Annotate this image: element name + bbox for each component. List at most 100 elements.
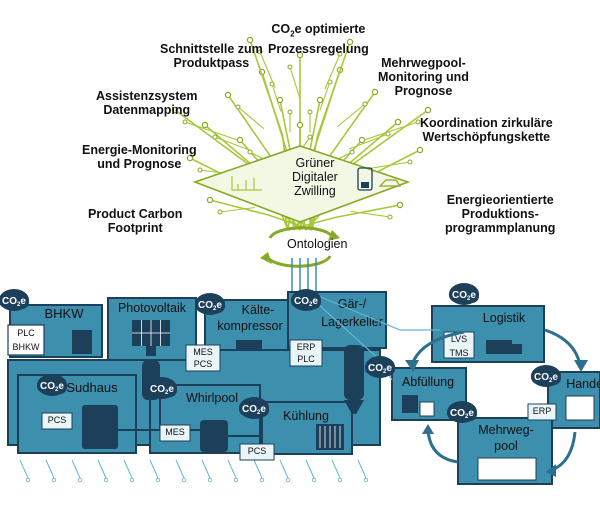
circuit-node: [155, 477, 161, 483]
co2-badge-kuehlung: CO2e: [239, 397, 269, 419]
tree-node: [296, 121, 304, 129]
co2-badge-sudhaus: CO2e: [37, 374, 67, 396]
co2-badge-text: CO2e: [242, 404, 266, 416]
tree-twig: [214, 136, 253, 152]
tree-twig: [289, 66, 301, 99]
tree-node: [182, 119, 188, 125]
tree-twig: [184, 121, 238, 141]
solar-panel-stand: [146, 346, 156, 356]
tree-node: [217, 209, 223, 215]
circuit-node: [285, 477, 291, 483]
system-mes-pcs: [185, 344, 221, 372]
tree-node: [287, 64, 293, 70]
system-pcs-kuehlung-text: PCS: [248, 446, 267, 456]
abfuellung-machine: [402, 395, 418, 413]
whirlpool-tank: [200, 420, 228, 452]
unit-mehrwegpool-title-1: Mehrweg-: [478, 423, 534, 437]
system-pcs-kuehlung: [239, 443, 275, 461]
battery-level: [361, 182, 369, 188]
circuit-node: [363, 477, 369, 483]
connector: [315, 294, 440, 331]
system-mes-whirlpool: [159, 424, 191, 442]
unit-kaelte-title-2: kompressor: [217, 319, 282, 333]
tree-twig: [324, 53, 341, 90]
bhkw-plc-box: [7, 324, 45, 356]
tree-node: [247, 149, 253, 155]
unit-whirlpool-title: Whirlpool: [186, 391, 238, 405]
ontology-arrow-top: [268, 226, 334, 239]
system-erp-handel: [527, 403, 557, 421]
tree-node: [235, 104, 241, 110]
ontology-arrowhead: [260, 252, 272, 264]
unit-sudhaus-title: Sudhaus: [66, 380, 118, 395]
tree-node: [276, 96, 284, 104]
tree-branch: [287, 204, 401, 231]
circuit-line: [45, 459, 55, 479]
tree-twig: [271, 83, 282, 112]
co2-badge-kaelte: CO2e: [195, 293, 225, 315]
circuit-line: [227, 459, 237, 479]
circuit-line: [97, 459, 107, 479]
tree-node: [307, 134, 313, 140]
tree-node: [407, 159, 413, 165]
co2-badge-bhkw: CO2e: [0, 289, 29, 311]
tree-node: [416, 146, 424, 154]
co2-badge-logistik: CO2e: [449, 283, 479, 305]
tree-node: [186, 154, 194, 162]
circuit-node: [181, 477, 187, 483]
unit-kuehlung-title: Kühlung: [283, 409, 329, 423]
system-erp-plc-text: ERP: [297, 342, 316, 352]
system-pcs-sudhaus: [41, 412, 73, 430]
circuit-line: [71, 459, 81, 479]
co2-badge-text: CO2e: [40, 381, 64, 393]
co2-badge-text: CO2e: [534, 372, 558, 384]
circuit-line: [149, 459, 159, 479]
circuit-node: [77, 477, 83, 483]
co2-badge-handel: CO2e: [531, 365, 561, 387]
co2-badge-abfuellung: CO2e: [365, 356, 395, 378]
circuit-line: [305, 459, 315, 479]
system-erp-plc: [289, 339, 323, 367]
cycle-arrow-2: [544, 328, 582, 366]
tree-twig: [319, 81, 331, 111]
cycle-arrow-3: [551, 431, 577, 472]
crate-icon: [477, 457, 537, 481]
ontology-arrow-bottom: [266, 255, 332, 268]
cycle-arrowhead-4: [422, 424, 434, 434]
cycle-arrow-4: [426, 429, 459, 464]
tree-node: [201, 121, 209, 129]
tree-node: [246, 36, 254, 44]
unit-bhkw-title: BHKW: [45, 306, 85, 321]
co2-badge-whirlpool: CO2e: [147, 377, 177, 399]
tree-node: [394, 118, 402, 126]
circuit-node: [207, 477, 213, 483]
unit-photovoltaik-title: Photovoltaik: [118, 301, 187, 315]
co2-badge-text: CO2e: [450, 408, 474, 420]
tree-twig: [337, 103, 366, 127]
circuit-line: [279, 459, 289, 479]
tree-node: [358, 136, 366, 144]
unit-logistik-title: Logistik: [483, 311, 526, 325]
bhkw-engine: [72, 330, 92, 354]
cycle-arrowhead-2: [574, 360, 588, 372]
system-mes-pcs-text: PCS: [194, 359, 213, 369]
tree-node: [197, 167, 203, 173]
tree-node: [257, 49, 263, 55]
cycle-arrowhead-3: [546, 464, 556, 477]
tree-node: [206, 196, 214, 204]
system-erp-handel-text: ERP: [533, 406, 552, 416]
tree-node: [415, 119, 421, 125]
ontology-arrowhead: [328, 230, 340, 241]
truck-cab: [512, 344, 522, 354]
ontologien-label: Ontologien: [287, 237, 348, 251]
unit-kaelte-title-1: Kälte-: [242, 303, 275, 317]
tree-node: [236, 136, 244, 144]
